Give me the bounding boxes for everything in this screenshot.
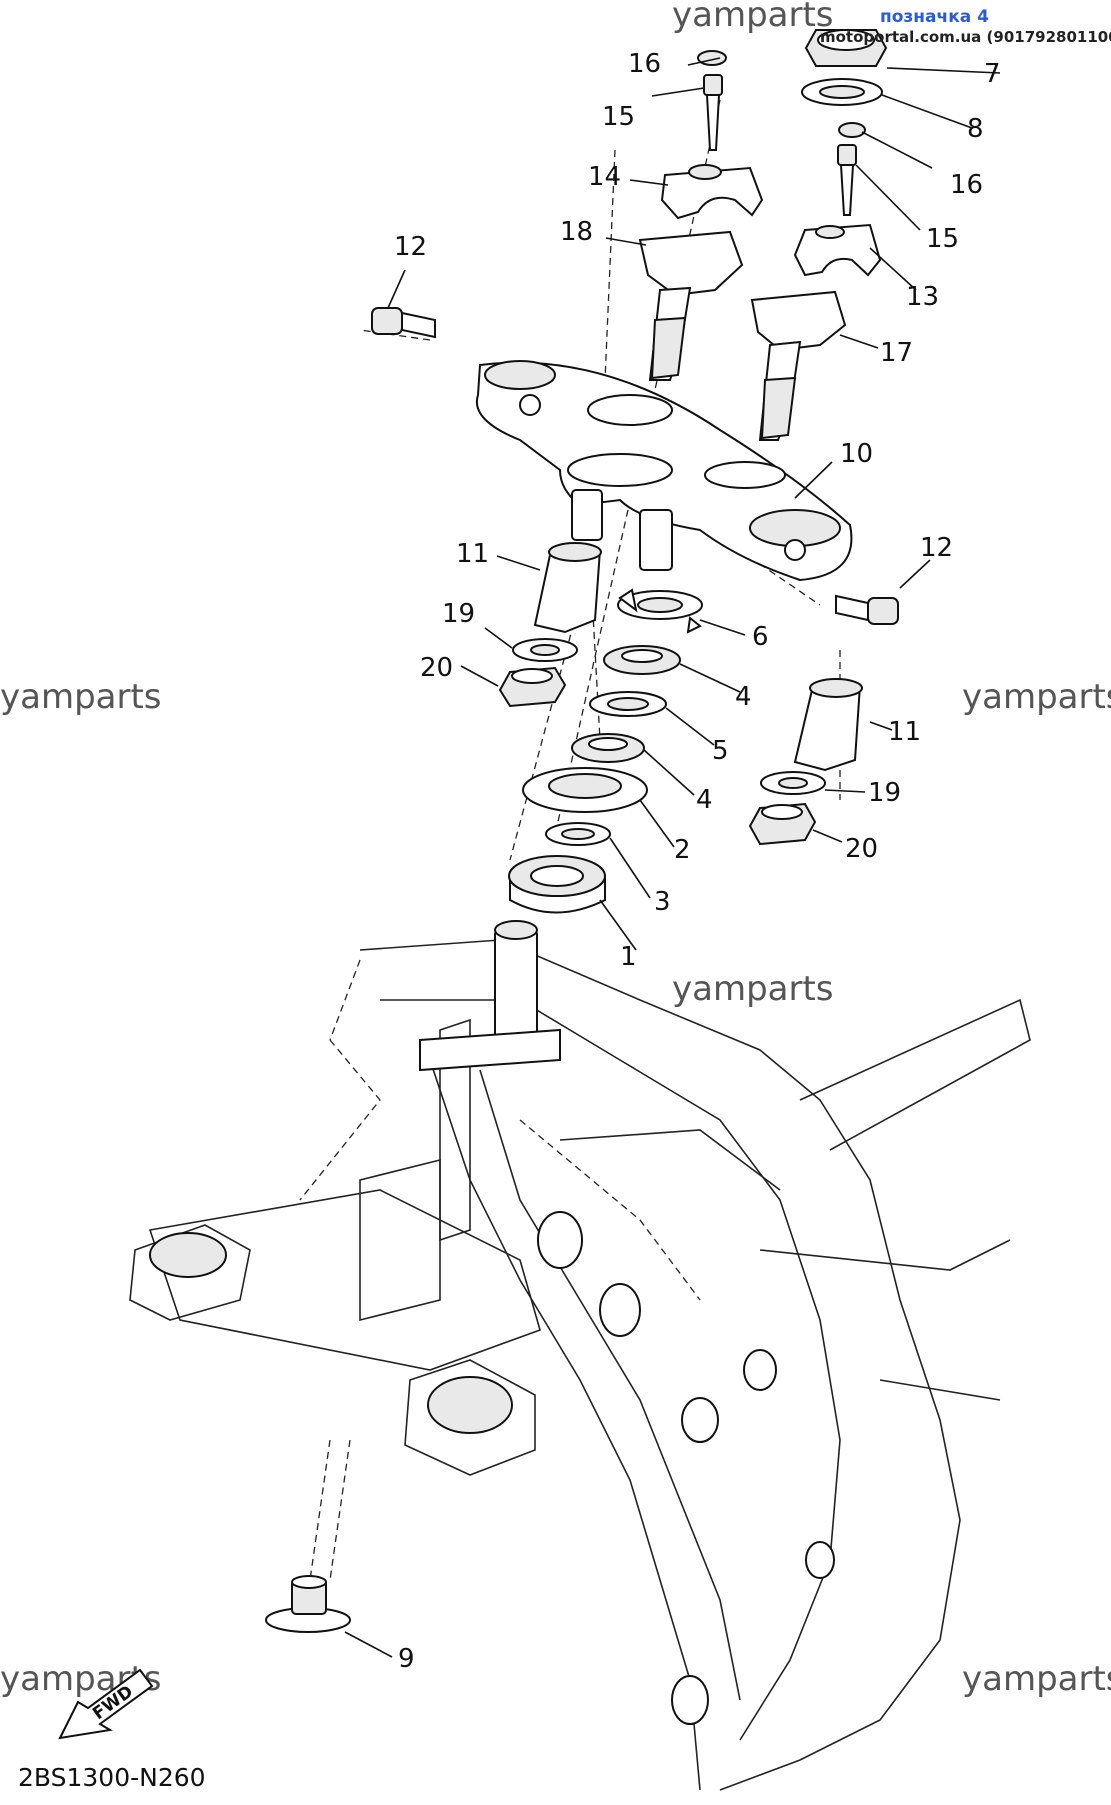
- site-reference: motoportal.com.ua (901792801100): [820, 28, 1111, 46]
- callout-12-left: 12: [394, 232, 427, 262]
- diagram-code: 2BS1300-N260: [18, 1763, 206, 1792]
- part-12-bolt-right: [835, 594, 899, 625]
- motorcycle-frame: [129, 939, 1031, 1791]
- callout-4-lower: 4: [696, 785, 713, 815]
- callout-15-right: 15: [926, 224, 959, 254]
- callout-2: 2: [674, 835, 691, 865]
- part-10-upper-bracket: [475, 360, 853, 582]
- part-5-washer: [589, 691, 667, 717]
- part-11-damper-left: [533, 542, 602, 634]
- callout-19-right: 19: [868, 778, 901, 808]
- watermark-top: yamparts: [672, 0, 834, 35]
- part-3-washer: [545, 822, 611, 846]
- part-20-nut-right: [748, 802, 817, 846]
- watermark-right-bottom: yamparts: [962, 1659, 1111, 1699]
- callout-6: 6: [752, 622, 769, 652]
- callout-16-right: 16: [950, 170, 983, 200]
- leader-lines: [344, 57, 1001, 1658]
- watermark-left-middle: yamparts: [0, 677, 162, 717]
- part-11-damper-right: [793, 678, 863, 772]
- part-13-upper-holder: [793, 223, 882, 277]
- callout-20-left: 20: [420, 653, 453, 683]
- part-16-cap-right: [838, 122, 866, 138]
- steering-stem: [419, 920, 561, 1072]
- part-17-lower-holder: [750, 290, 847, 441]
- callout-11-right: 11: [888, 717, 921, 747]
- callout-13: 13: [906, 282, 939, 312]
- part-12-bolt-left: [371, 307, 436, 339]
- watermark-right-middle: yamparts: [962, 677, 1111, 717]
- part-1-bearing: [508, 855, 606, 914]
- callout-7: 7: [984, 59, 1001, 89]
- part-15-bolt-right: [837, 144, 857, 216]
- callout-3: 3: [654, 887, 671, 917]
- part-19-washer-right: [760, 771, 826, 795]
- part-16-cap-left: [697, 50, 727, 66]
- part-8-washer: [801, 78, 883, 106]
- part-15-bolt-left: [703, 74, 723, 151]
- part-4-ring-nut-upper: [603, 645, 681, 675]
- part-7-nut: [804, 29, 888, 67]
- callout-9: 9: [398, 1644, 415, 1674]
- part-4-ring-nut-lower: [571, 733, 645, 763]
- part-2-dust-seal: [522, 767, 648, 813]
- callout-17: 17: [880, 338, 913, 368]
- part-19-washer-left: [512, 638, 578, 662]
- callout-11-left: 11: [456, 539, 489, 569]
- part-6-lock-washer: [617, 588, 703, 634]
- part-20-nut-left: [498, 666, 567, 708]
- callout-19-left: 19: [442, 599, 475, 629]
- watermark-center: yamparts: [672, 969, 834, 1009]
- callout-10: 10: [840, 439, 873, 469]
- callout-8: 8: [967, 114, 984, 144]
- part-18-lower-holder: [638, 230, 744, 381]
- callout-20-right: 20: [845, 834, 878, 864]
- callout-12-right: 12: [920, 533, 953, 563]
- label-designation: позначка 4: [880, 7, 989, 27]
- callout-16-left: 16: [628, 49, 661, 79]
- callout-4-upper: 4: [735, 682, 752, 712]
- callout-labels: 1 2 3 4 4 5 6 7 8 9 10 11 11 12 12 13 14…: [394, 49, 1001, 1674]
- callout-5: 5: [712, 736, 729, 766]
- callout-1: 1: [620, 942, 637, 972]
- part-14-upper-holder: [660, 164, 764, 220]
- callout-14: 14: [588, 162, 621, 192]
- callout-18: 18: [560, 217, 593, 247]
- callout-15-left: 15: [602, 102, 635, 132]
- part-9-fitting: [265, 1575, 351, 1633]
